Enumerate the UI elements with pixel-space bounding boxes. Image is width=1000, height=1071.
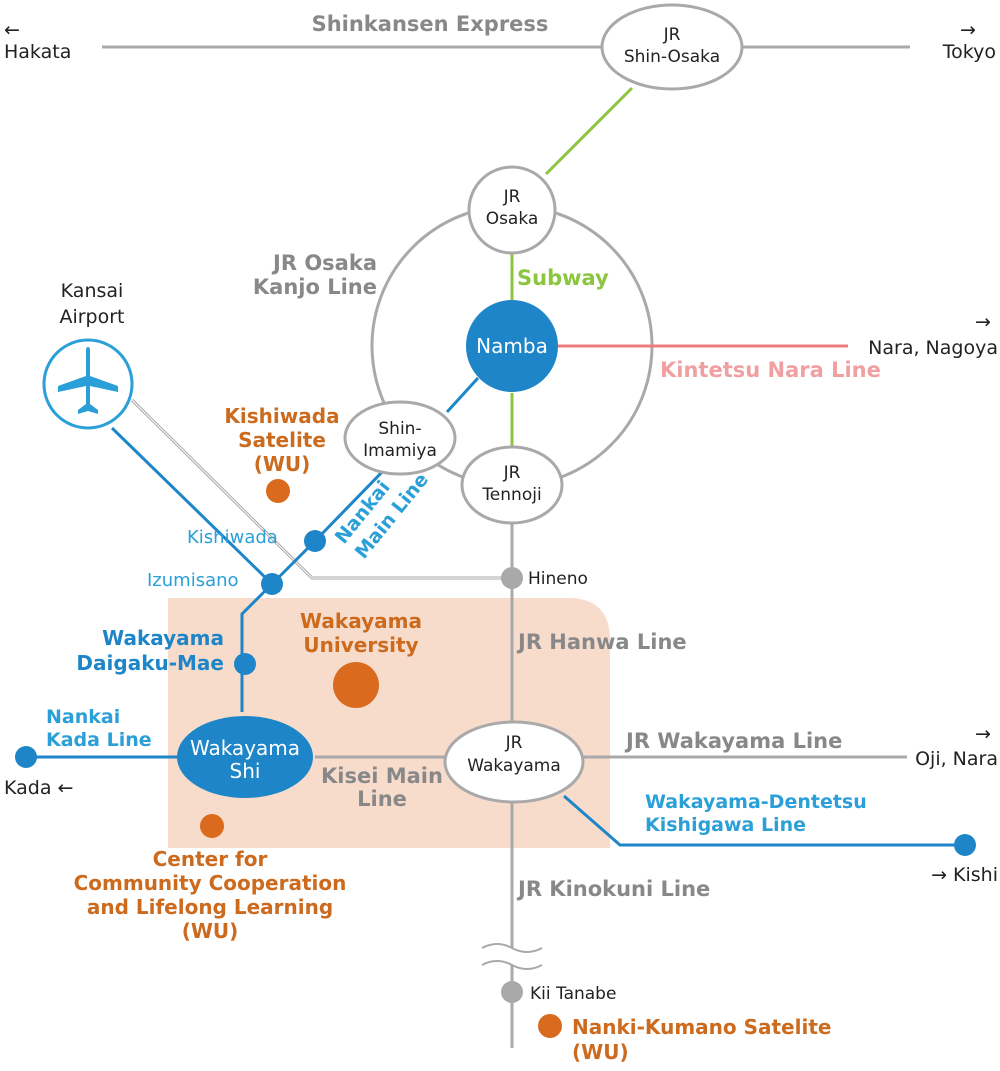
wakayama-university-1: Wakayama bbox=[300, 609, 422, 633]
airplane-icon[interactable] bbox=[42, 338, 134, 430]
kishiwada-satelite-3: (WU) bbox=[254, 452, 311, 476]
station-daigaku-mae-dot[interactable] bbox=[234, 653, 256, 675]
wakayama-shi-line2: Shi bbox=[230, 759, 261, 783]
osaka-name: Osaka bbox=[486, 209, 539, 229]
kishiwada-satelite-2: Satelite bbox=[238, 428, 326, 452]
kishigawa-label-1: Wakayama-Dentetsu bbox=[645, 791, 867, 813]
shin-osaka-name: Shin-Osaka bbox=[624, 47, 720, 67]
line-break-mark bbox=[481, 943, 543, 970]
nankai-kada-label-1: Nankai bbox=[46, 706, 120, 728]
kishigawa-line bbox=[563, 794, 962, 847]
daigaku-mae-label-1: Wakayama bbox=[102, 626, 224, 650]
tennoji-name: Tennoji bbox=[481, 485, 541, 505]
shin-osaka-jr: JR bbox=[663, 25, 681, 45]
kisei-main-label-2: Line bbox=[357, 787, 407, 811]
hakata-arrow: ← bbox=[4, 19, 20, 41]
station-shin-osaka[interactable] bbox=[600, 3, 744, 91]
osaka-jr: JR bbox=[503, 187, 521, 207]
kada-label: Kada ← bbox=[4, 777, 73, 799]
ccc-lifelong-4: (WU) bbox=[182, 919, 239, 943]
nara-nagoya-arrow: → bbox=[975, 311, 991, 333]
kada-terminal-dot[interactable] bbox=[15, 746, 37, 768]
nankai-kada-label-2: Kada Line bbox=[46, 729, 152, 751]
shinkansen-label: Shinkansen Express bbox=[312, 12, 549, 36]
airport-line bbox=[110, 426, 274, 586]
tennoji-jr: JR bbox=[503, 463, 521, 483]
kii-tanabe-label: Kii Tanabe bbox=[530, 984, 616, 1004]
hineno-label: Hineno bbox=[528, 569, 588, 589]
oji-nara-arrow: → bbox=[975, 723, 991, 745]
ccc-lifelong-2: Community Cooperation bbox=[74, 871, 347, 895]
nanki-kumano-1: Nanki-Kumano Satelite bbox=[572, 1015, 831, 1039]
tokyo-arrow: → bbox=[960, 19, 976, 41]
kishigawa-label-2: Kishigawa Line bbox=[645, 814, 806, 836]
kisei-main-label-1: Kisei Main bbox=[321, 764, 443, 788]
airport-label-1: Kansai bbox=[61, 280, 124, 302]
hakata-label: Hakata bbox=[4, 41, 71, 63]
ccc-lifelong-marker[interactable] bbox=[200, 814, 224, 838]
station-izumisano-dot[interactable] bbox=[261, 573, 283, 595]
airport-label-2: Airport bbox=[59, 306, 124, 328]
jr-kinokuni-label: JR Kinokuni Line bbox=[516, 877, 710, 901]
kishiwada-satelite-1: Kishiwada bbox=[224, 404, 339, 428]
shin-imamiya-line1: Shin- bbox=[378, 419, 421, 439]
izumisano-label: Izumisano bbox=[147, 570, 239, 591]
wakayama-shi-line1: Wakayama bbox=[190, 736, 300, 760]
kishiwada-label: Kishiwada bbox=[187, 527, 278, 548]
station-wakayama-shi[interactable] bbox=[177, 716, 313, 798]
ccc-lifelong-3: and Lifelong Learning bbox=[87, 895, 333, 919]
oji-nara-label: Oji, Nara bbox=[915, 748, 998, 770]
nankai-main-line-north bbox=[445, 376, 480, 414]
subway-line bbox=[510, 86, 634, 449]
kishi-label: → Kishi bbox=[931, 864, 998, 886]
nanki-kumano-marker[interactable] bbox=[538, 1014, 562, 1038]
jr-wakayama-name: Wakayama bbox=[467, 756, 561, 776]
jr-wakayama-line-label: JR Wakayama Line bbox=[624, 729, 842, 753]
daigaku-mae-label-2: Daigaku-Mae bbox=[76, 651, 224, 675]
kintetsu-nara-label: Kintetsu Nara Line bbox=[660, 358, 881, 382]
subway-label: Subway bbox=[517, 266, 609, 290]
wakayama-university-marker[interactable] bbox=[333, 662, 379, 708]
airport-jr-link-inner bbox=[131, 399, 512, 579]
nanki-kumano-2: (WU) bbox=[572, 1040, 629, 1064]
jr-hanwa-label: JR Hanwa Line bbox=[516, 630, 687, 654]
station-tennoji[interactable] bbox=[460, 445, 564, 525]
station-osaka[interactable] bbox=[467, 165, 557, 255]
kishiwada-satelite-marker[interactable] bbox=[266, 479, 290, 503]
station-hineno-dot[interactable] bbox=[501, 567, 523, 589]
shin-imamiya-line2: Imamiya bbox=[363, 441, 437, 461]
osaka-kanjo-label-1: JR Osaka bbox=[271, 251, 377, 275]
osaka-kanjo-label-2: Kanjo Line bbox=[253, 275, 377, 299]
kishi-terminal-dot[interactable] bbox=[954, 834, 976, 856]
namba-name: Namba bbox=[476, 334, 548, 358]
station-namba[interactable] bbox=[466, 300, 558, 392]
wakayama-university-2: University bbox=[303, 633, 418, 657]
tokyo-label: Tokyo bbox=[942, 41, 996, 63]
station-kii-tanabe-dot[interactable] bbox=[501, 981, 523, 1003]
nara-nagoya-label: Nara, Nagoya bbox=[868, 337, 998, 359]
station-shin-imamiya[interactable] bbox=[343, 400, 457, 476]
station-jr-wakayama[interactable] bbox=[443, 720, 585, 804]
ccc-lifelong-1: Center for bbox=[153, 847, 268, 871]
station-kishiwada-dot[interactable] bbox=[304, 530, 326, 552]
jr-wakayama-jr: JR bbox=[505, 733, 523, 753]
